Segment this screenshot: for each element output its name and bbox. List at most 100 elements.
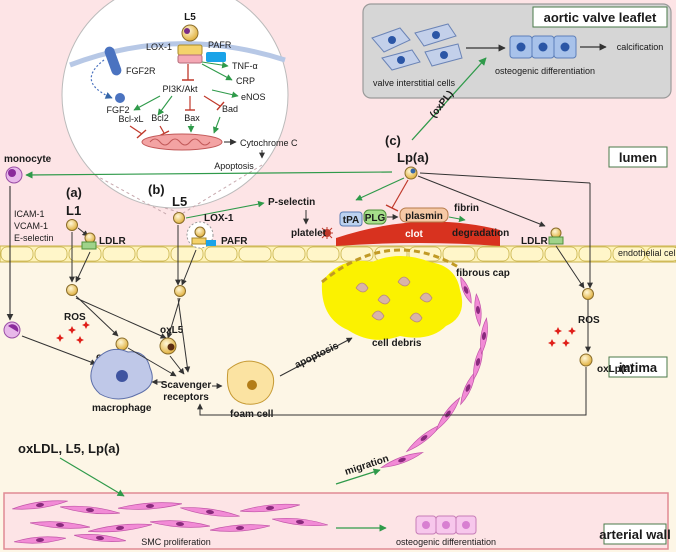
fibrin-label: fibrin xyxy=(454,203,479,214)
valve-osteogenic-cells-icon xyxy=(509,35,577,59)
fibrous-cap xyxy=(321,248,461,284)
vcam-label: VCAM-1 xyxy=(14,221,48,231)
inset-bad-label: Bad xyxy=(222,104,238,114)
smc-proliferation-label: SMC proliferation xyxy=(141,537,211,547)
valve-osteogenic-label: osteogenic differentiation xyxy=(495,66,595,76)
ros-left-icon xyxy=(56,321,90,344)
fgf2-molecule-icon xyxy=(115,93,125,103)
eselectin-label: E-selectin xyxy=(14,233,54,243)
platelet-label: platelet xyxy=(291,228,327,239)
ros-star-icon xyxy=(554,327,562,335)
tpa-label: tPA xyxy=(343,215,359,226)
inset-bax-label: Bax xyxy=(184,113,200,123)
smc-cell xyxy=(149,520,211,528)
cell-debris-label: cell debris xyxy=(372,338,422,349)
lox1-main-label: LOX-1 xyxy=(204,213,234,224)
inset-bclxl-label: Bcl-xL xyxy=(118,114,143,124)
ros-right-label: ROS xyxy=(578,315,600,326)
lumen-label: lumen xyxy=(619,150,657,165)
inset-l5-label: L5 xyxy=(184,12,196,23)
endothelial-cell xyxy=(510,246,544,262)
smc-cell xyxy=(460,276,472,304)
degradation-label: degradation xyxy=(452,228,509,239)
scavenger-label-2: receptors xyxy=(163,392,209,403)
clot-icon xyxy=(336,221,500,246)
monocyte-label: monocyte xyxy=(4,154,52,165)
plg-box xyxy=(363,209,387,225)
valve-interstitial-label: valve interstitial cells xyxy=(373,78,456,88)
endothelial-cell xyxy=(204,246,238,262)
l5-main-particle-icon xyxy=(173,212,185,224)
inset-apoptosis-label: Apoptosis xyxy=(214,161,254,171)
inset-fgf2-label: FGF2 xyxy=(106,105,129,115)
lpa-intima-icon xyxy=(582,288,594,300)
oxldl-particle-icon xyxy=(115,337,129,351)
endothelial-cell xyxy=(612,246,646,262)
plasmin-box xyxy=(399,207,449,223)
ldlr-left-receptor-icon xyxy=(81,232,97,250)
inset-lox1-label: LOX-1 xyxy=(146,42,172,52)
calcification-label: calcification xyxy=(617,42,664,52)
ldlr-right-receptor-icon xyxy=(548,227,564,245)
plg-label: PLG xyxy=(365,213,386,224)
oxlpa-particle-icon xyxy=(579,353,593,367)
ros-star-icon xyxy=(76,336,84,344)
endothelial-cell xyxy=(578,246,612,262)
smc-cell xyxy=(380,452,424,468)
endothelial-cell xyxy=(136,246,170,262)
endothelial-cell xyxy=(238,246,272,262)
l5-main-label: L5 xyxy=(172,194,187,209)
debris-fragment xyxy=(419,292,433,303)
ros-star-icon xyxy=(568,327,576,335)
foam-cell-icon xyxy=(226,360,275,405)
pselectin-label: P-selectin xyxy=(268,197,315,208)
inset-enos-label: eNOS xyxy=(241,92,266,102)
pathway-c-label: (c) xyxy=(385,133,401,148)
endothelial-cell xyxy=(476,246,510,262)
wall-osteogenic-label: osteogenic differentiation xyxy=(396,537,496,547)
ros-star-icon xyxy=(548,339,556,347)
smc-cell xyxy=(88,523,152,533)
pathway-b-label: (b) xyxy=(148,182,165,197)
wall-osteogenic-cells-icon xyxy=(415,515,477,535)
ldlr-right-label: LDLR xyxy=(521,236,548,247)
endothelial-cell xyxy=(170,246,204,262)
inset-cytc-label: Cytochrome C xyxy=(240,138,298,148)
macrophage-label: macrophage xyxy=(92,403,152,414)
ros-left-label: ROS xyxy=(64,312,86,323)
platelet-icon xyxy=(321,227,333,239)
ros-star-icon xyxy=(56,334,64,342)
intima-label: intima xyxy=(619,360,658,375)
intima-monocyte-icon xyxy=(3,321,21,339)
arterial-wall-label: arterial wall xyxy=(599,527,671,542)
smc-cell xyxy=(272,517,328,527)
lumen-label-box xyxy=(608,146,668,168)
smc-cell xyxy=(29,521,91,529)
smc-cell xyxy=(13,536,67,544)
debris-fragment xyxy=(377,294,391,305)
inset-pi3k-label: PI3K/Akt xyxy=(162,84,198,94)
arterial-wall-label-box xyxy=(603,523,667,545)
endothelial-cell xyxy=(102,246,136,262)
smc-cell xyxy=(12,500,68,510)
smc-cell xyxy=(240,503,300,513)
smc-cell xyxy=(209,524,271,532)
intima-label-box xyxy=(608,356,668,378)
endothelial-label: endothelial cells xyxy=(618,248,676,258)
oxlpa-label: oxLp(a) xyxy=(597,364,633,375)
icam-label: ICAM-1 xyxy=(14,209,45,219)
valve-interstitial-cells-icon xyxy=(371,23,463,71)
l1-particle-icon xyxy=(66,219,78,231)
ros-star-icon xyxy=(562,339,570,347)
fibrous-cap-label: fibrous cap xyxy=(456,268,510,279)
inset-fgf2r-label: FGF2R xyxy=(126,66,156,76)
debris-fragment xyxy=(371,310,385,321)
l5-intima-icon xyxy=(174,285,186,297)
lpa-particle-icon xyxy=(404,166,418,180)
cell-debris-icon xyxy=(321,256,463,340)
debris-fragment xyxy=(409,312,423,323)
migrating-smc-cells xyxy=(380,276,488,468)
monocyte-icon xyxy=(5,166,23,184)
debris-fragment xyxy=(355,282,369,293)
